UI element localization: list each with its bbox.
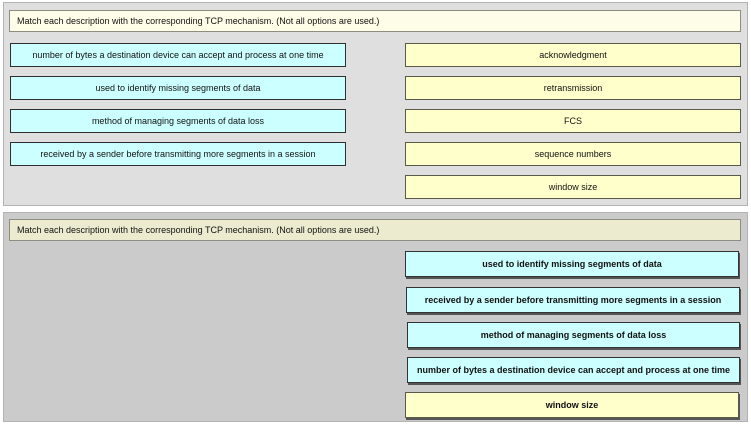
question-panel: Match each description with the correspo… [3,2,748,206]
description-item[interactable]: method of managing segments of data loss [10,109,346,133]
question-instruction: Match each description with the correspo… [9,10,741,32]
answer-panel: Match each description with the correspo… [3,212,748,422]
answer-item[interactable]: window size [405,392,739,418]
option-window-size[interactable]: window size [405,175,741,199]
answer-item[interactable]: number of bytes a destination device can… [407,357,740,383]
description-item[interactable]: used to identify missing segments of dat… [10,76,346,100]
description-item[interactable]: number of bytes a destination device can… [10,43,346,67]
answer-item[interactable]: method of managing segments of data loss [407,322,740,348]
option-fcs[interactable]: FCS [405,109,741,133]
option-sequence-numbers[interactable]: sequence numbers [405,142,741,166]
option-acknowledgment[interactable]: acknowledgment [405,43,741,67]
description-item[interactable]: received by a sender before transmitting… [10,142,346,166]
answer-item[interactable]: used to identify missing segments of dat… [405,251,739,277]
answer-item[interactable]: received by a sender before transmitting… [406,287,740,313]
option-retransmission[interactable]: retransmission [405,76,741,100]
answer-instruction: Match each description with the correspo… [9,219,741,241]
